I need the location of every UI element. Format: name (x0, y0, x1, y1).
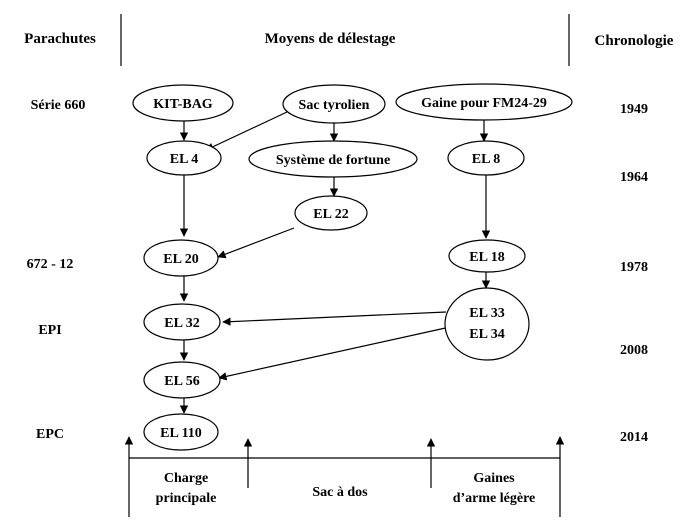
arrow-el22-el20 (217, 227, 295, 259)
node-gaine-fm-label: Gaine pour FM24-29 (421, 96, 547, 111)
node-sac-tyrolien-label: Sac tyrolien (299, 98, 370, 113)
arrow-el33-el32 (222, 311, 447, 326)
node-el20: EL 20 (143, 239, 219, 277)
node-systeme-fortune-label: Système de fortune (276, 153, 390, 168)
year-1964: 1964 (620, 170, 648, 185)
node-el56-label: EL 56 (164, 374, 199, 389)
node-el4: EL 4 (146, 140, 222, 176)
header-moyens-delestage: Moyens de délestage (265, 31, 396, 47)
node-gaine-fm: Gaine pour FM24-29 (395, 83, 573, 121)
node-kitbag-label: KIT-BAG (153, 97, 213, 112)
parachute-672-12: 672 - 12 (27, 257, 74, 272)
node-el18-label: EL 18 (469, 250, 504, 265)
year-2008: 2008 (620, 343, 648, 358)
node-el8-label: EL 8 (472, 152, 500, 167)
arrow-sactyrolien-el4 (205, 111, 288, 151)
category-gaines-line1: Gaines (473, 471, 515, 486)
category-sac-a-dos: Sac à dos (312, 485, 368, 500)
node-el4-label: EL 4 (170, 152, 198, 167)
node-el110-label: EL 110 (160, 426, 202, 441)
node-el32-label: EL 32 (164, 316, 199, 331)
node-el20-label: EL 20 (163, 252, 198, 267)
category-charge-line2: principale (156, 491, 217, 506)
node-el22-label: EL 22 (313, 207, 348, 222)
parachute-epc: EPC (36, 427, 64, 442)
parachute-serie-660: Série 660 (31, 98, 86, 113)
node-el33-label: EL 33 (469, 306, 504, 321)
year-1978: 1978 (620, 260, 648, 275)
parachute-epi: EPI (38, 323, 61, 338)
category-gaines-line2: d’arme légère (453, 491, 536, 506)
node-el8: EL 8 (447, 140, 525, 176)
node-el110: EL 110 (143, 413, 219, 451)
node-kitbag: KIT-BAG (132, 84, 234, 122)
arrow-el34-el56 (218, 326, 451, 381)
year-1949: 1949 (620, 102, 648, 117)
node-el34-label: EL 34 (469, 327, 504, 342)
node-el22: EL 22 (294, 195, 368, 231)
node-el56: EL 56 (143, 361, 221, 399)
category-charge-line1: Charge (164, 471, 208, 486)
node-el32: EL 32 (143, 303, 221, 341)
node-el18: EL 18 (448, 239, 526, 273)
node-systeme-fortune: Système de fortune (248, 140, 418, 178)
header-parachutes: Parachutes (24, 31, 96, 47)
year-2014: 2014 (620, 430, 648, 445)
node-el33-el34: EL 33 EL 34 (444, 287, 530, 361)
node-sac-tyrolien: Sac tyrolien (282, 84, 386, 124)
header-chronologie: Chronologie (595, 33, 674, 49)
